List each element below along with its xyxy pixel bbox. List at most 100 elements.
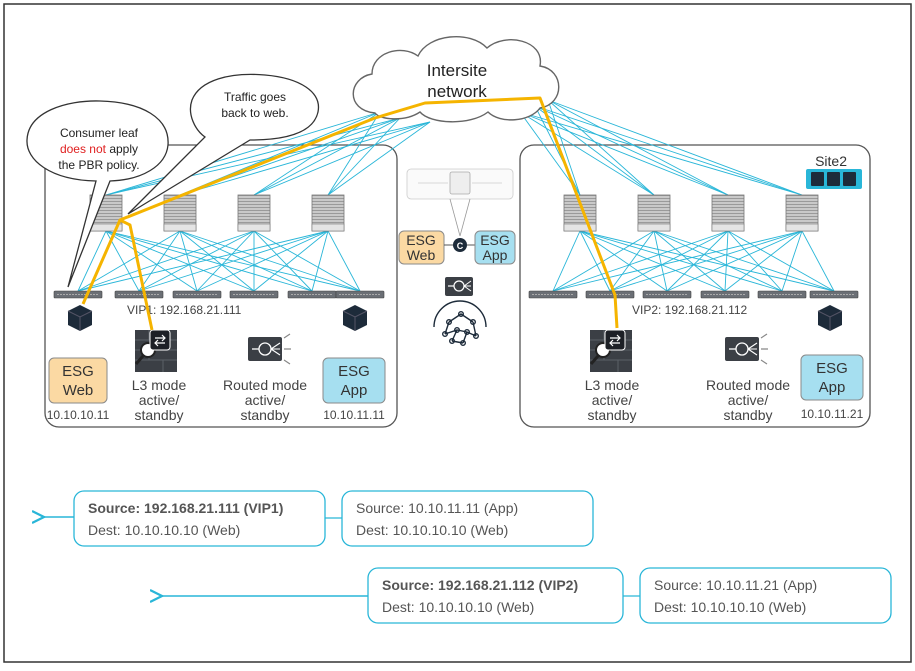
cloud-link [179,121,431,196]
fabric-link [138,230,255,292]
fabric-link [179,230,361,292]
fabric-link [179,230,313,292]
site2-fw-line2: active/ [592,392,633,408]
fabric-link [552,230,581,292]
site1-leaf-switch [287,290,337,299]
spine-switches [89,194,819,232]
center-load-balancer-icon [445,277,473,296]
fabric-link [653,230,835,292]
callout-traffic-line1: Traffic goes [224,90,286,104]
center-esg-web-box [398,230,445,265]
cloud-link [519,111,655,196]
fabric-link [666,230,803,292]
cloud-link [519,111,803,196]
fabric-link [727,230,835,292]
cloud-label-line1: Intersite [427,61,487,80]
center-esg-app-box [474,230,516,265]
site1-leaf-switch [335,290,385,299]
packet-row1-right-dest: Dest: 10.10.10.10 (Web) [356,522,508,538]
fabric-link [105,230,255,292]
center-esg-app-line1: ESG [480,232,510,248]
packet-row1-right-box [341,490,594,547]
site2-esg-app-line2: App [819,379,846,396]
orchestrator-icon [433,300,487,347]
site1-fw-line3: standby [134,407,183,423]
fabric-link [327,230,361,292]
endpoint-cube-web [67,305,93,331]
fabric-link [781,230,803,292]
fabric-link [77,230,181,292]
callout-traffic-back: Traffic goes back to web. [127,73,320,215]
packet-row2-left-dest: Dest: 10.10.10.10 (Web) [382,599,534,615]
load-balancer-icon-site2 [725,333,768,365]
fabric-link [727,230,783,292]
site2-esg-app-line1: ESG [816,360,848,377]
fabric-link [552,230,729,292]
site1-esg-web-box [48,357,108,404]
site1-esg-app-box [322,357,386,404]
packet-row2-right-dest: Dest: 10.10.10.10 (Web) [654,599,806,615]
cloud-link [327,117,401,196]
callout-consumer-apply: apply [106,142,138,156]
fabric-link [253,230,361,292]
site1-esg-web-line2: Web [63,382,94,399]
site2-spine-switch [711,194,745,232]
fabric-link [666,230,729,292]
fabric-link [552,230,803,292]
site1-spine-switch [237,194,271,232]
site2-leaf-switch [757,290,807,299]
fabric-link [253,230,329,292]
site1-esg-web-line1: ESG [62,363,94,380]
fabric-link [77,230,255,292]
site2-title: Site2 [815,153,847,169]
cloud-link [519,111,729,196]
site1-leaf-switch [114,290,164,299]
fabric-link [179,230,198,292]
cloud-link [547,99,581,196]
vip2-label: VIP2: 192.168.21.112 [632,303,748,317]
site2-fw-line3: standby [587,407,636,423]
site1-spine-switch [311,194,345,232]
site1-esg-web-ip: 10.10.10.11 [47,408,110,422]
contract-icon [453,238,467,252]
cloud-link [253,121,431,196]
packet-row2-right-source: Source: 10.10.11.21 (App) [654,577,817,593]
callout-consumer-highlight: does not [60,142,107,156]
fabric-link [579,230,726,292]
site2-lb-line3: standby [723,407,772,423]
site1-leaf-switch [172,290,222,299]
cloud-label-line2: network [427,82,487,101]
callout-consumer-line2: does not apply [60,142,138,156]
traffic-path [81,96,619,331]
callout-traffic-line2: back to web. [221,106,288,120]
load-balancer-icon-site1 [248,333,291,365]
site2-stack-icon [806,169,862,189]
site1-esg-app-line1: ESG [338,363,370,380]
site2-esg-app-ip: 10.10.11.21 [801,407,864,421]
center-esg-web-line1: ESG [406,232,436,248]
site2-box [519,144,871,428]
site1-lb-line1: Routed mode [223,377,307,393]
fabric-link [579,230,783,292]
firewall-icon-site2 [589,329,632,372]
callout-consumer-line1: Consumer leaf [60,126,139,140]
endpoint-cube-app-site1 [342,305,368,331]
fabric-link [609,230,655,292]
packet-row2-left-source: Source: 192.168.21.112 (VIP2) [382,577,578,593]
cloud-link [253,117,401,196]
fabric-link [724,230,729,292]
site1-esg-app-ip: 10.10.11.11 [323,408,385,422]
cloud-link [519,111,581,196]
site2-esg-app-box [800,354,864,401]
fabric-link [653,230,726,292]
packet-row2-right-box [639,567,892,624]
site2-spine-switch [785,194,819,232]
fabric-link [609,230,729,292]
endpoint-cube-app-site2 [817,305,843,331]
firewall-icon-site1 [134,329,177,372]
fabric-link [138,230,329,292]
site2-leaf-switch [700,290,750,299]
vip1-label: VIP1: 192.168.21.111 [127,303,242,317]
cloud-link [327,111,381,196]
